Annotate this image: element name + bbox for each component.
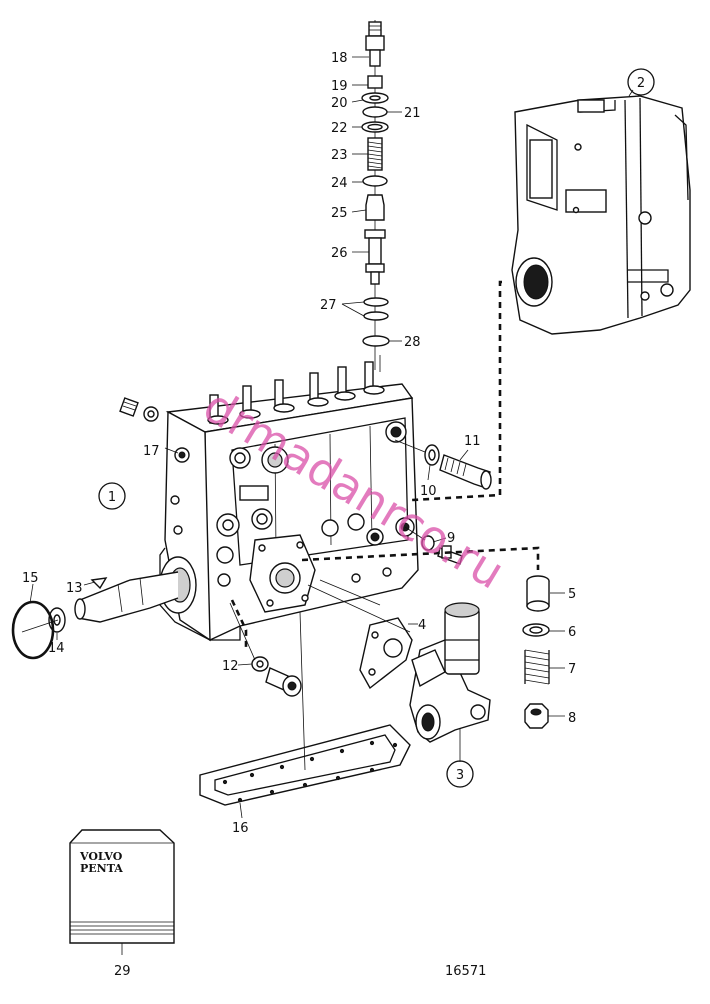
manual-logo-penta: PENTA — [80, 862, 123, 875]
label-5: 5 — [568, 587, 576, 602]
assembly-lines — [229, 280, 540, 771]
element-studs — [207, 361, 385, 425]
label-29: 29 — [114, 964, 131, 979]
label-20: 20 — [331, 96, 348, 111]
label-10: 10 — [420, 484, 437, 499]
label-16: 16 — [232, 821, 249, 836]
label-13: 13 — [66, 581, 83, 596]
bolt-12 — [251, 656, 302, 697]
label-24: 24 — [331, 176, 348, 191]
label-21: 21 — [404, 106, 421, 121]
label-19: 19 — [331, 79, 348, 94]
manual-logo-volvo: VOLVO — [79, 850, 123, 863]
bolt-11 — [424, 444, 492, 490]
callout-3: 3 — [456, 768, 464, 783]
label-27: 27 — [320, 298, 337, 313]
label-leaders — [29, 89, 634, 955]
pump-housing — [159, 361, 419, 642]
label-4: 4 — [418, 618, 426, 633]
label-17: 17 — [143, 444, 160, 459]
assembly-callouts: 1 2 3 — [98, 68, 655, 788]
drive-shaft — [11, 556, 197, 660]
label-8: 8 — [568, 711, 576, 726]
label-14: 14 — [48, 641, 65, 656]
manual-booklet: VOLVO PENTA — [69, 829, 175, 944]
callout-1: 1 — [108, 490, 116, 505]
label-6: 6 — [568, 625, 576, 640]
valve-parts — [522, 575, 550, 729]
label-26: 26 — [331, 246, 348, 261]
label-18: 18 — [331, 51, 348, 66]
stack-leaders — [341, 56, 402, 342]
label-12: 12 — [222, 659, 239, 674]
callout-2: 2 — [637, 76, 645, 91]
label-11: 11 — [464, 434, 481, 449]
drawing-number: 16571 — [445, 964, 486, 979]
feed-pump — [359, 602, 491, 743]
label-7: 7 — [568, 662, 576, 677]
governor-housing — [511, 95, 691, 335]
label-28: 28 — [404, 335, 421, 350]
bolt-17 — [119, 397, 159, 422]
part-labels: 4 5 6 7 8 9 10 11 12 13 14 15 16 17 18 1… — [22, 51, 576, 979]
label-23: 23 — [331, 148, 348, 163]
label-15: 15 — [22, 571, 39, 586]
label-25: 25 — [331, 206, 348, 221]
label-9: 9 — [447, 531, 455, 546]
label-22: 22 — [331, 121, 348, 136]
pump-element-stack — [361, 20, 390, 370]
